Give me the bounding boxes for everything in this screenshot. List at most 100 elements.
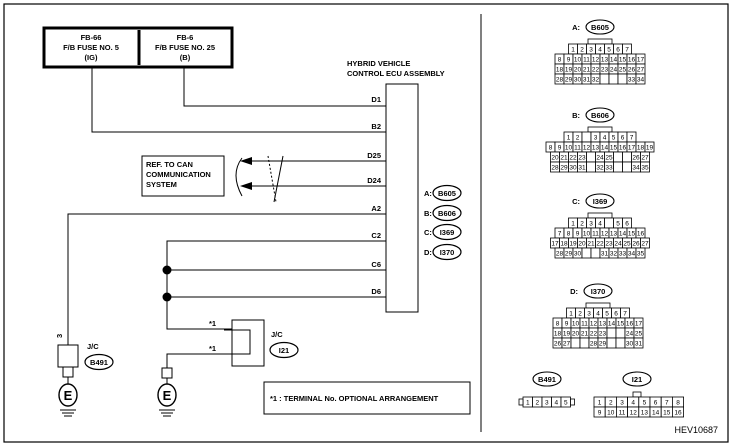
pin-number: 34 (628, 251, 636, 258)
pin-cell (606, 337, 617, 349)
arrow-d25 (240, 157, 252, 165)
pin-number: 14 (608, 321, 616, 328)
pin-label-a2: A2 (371, 204, 381, 213)
pin-number: 6 (616, 47, 620, 54)
pin-number: 32 (592, 77, 600, 84)
pin-number: 11 (574, 145, 581, 152)
pin-cell (615, 327, 626, 339)
can-ref-line3: SYSTEM (146, 180, 177, 189)
pinout-title: C: (572, 197, 580, 206)
pin-number: 30 (569, 165, 577, 172)
pin-number: 12 (592, 57, 600, 64)
ground-terminal (161, 367, 173, 379)
pin-number: 14 (652, 410, 660, 417)
pin-number: 15 (619, 57, 627, 64)
pin-number: 8 (676, 400, 680, 407)
pin-number: 6 (621, 135, 625, 142)
pin-number: 16 (628, 57, 636, 64)
pin-number: 32 (596, 165, 604, 172)
pin-number: 17 (637, 57, 645, 64)
pin-number: 22 (590, 331, 598, 338)
pin-cell (581, 131, 592, 143)
pin-number: 35 (637, 251, 645, 258)
connector-code: B606 (438, 209, 456, 218)
pin-number: 4 (596, 311, 600, 318)
pin-cell (590, 247, 601, 259)
ecu-title-line2: CONTROL ECU ASSEMBLY (347, 69, 445, 78)
jc-right-label: J/C (271, 330, 283, 339)
pin-number: 31 (635, 341, 643, 348)
fuse-1-note: (IG) (85, 53, 98, 62)
ecu-title-line1: HYBRID VEHICLE (347, 59, 410, 68)
pin-number: 16 (674, 410, 682, 417)
pin-number: 11 (619, 410, 626, 417)
pin-number: 19 (565, 67, 573, 74)
connector-oval (432, 243, 462, 261)
pin-number: 15 (628, 231, 636, 238)
pin-number: 33 (605, 165, 613, 172)
fuse-1-id: FB-66 (81, 33, 102, 42)
pin-number: 12 (630, 410, 638, 417)
pin-cell (608, 73, 619, 85)
pinout-code: B491 (538, 375, 556, 384)
ecu-connector-b: B: B606 (424, 204, 462, 222)
pin-number: 3 (587, 311, 591, 318)
pin-number: 7 (665, 400, 669, 407)
jc-left-label: J/C (87, 342, 99, 351)
pin-number: 25 (605, 155, 613, 162)
pin-number: 26 (554, 341, 562, 348)
pin-cell (635, 247, 646, 259)
ground-right: E (157, 367, 177, 417)
pin-number: 15 (610, 145, 618, 152)
pin-number: 14 (619, 231, 627, 238)
pin-number: 28 (590, 341, 598, 348)
pin-number: 33 (619, 251, 627, 258)
pin-number: 33 (628, 77, 636, 84)
pin-number: 25 (635, 331, 643, 338)
pin-number: 5 (607, 47, 611, 54)
fuse-2-name: F/B FUSE NO. 25 (155, 43, 215, 52)
pin-cell (586, 151, 596, 163)
pin-number: 10 (572, 321, 580, 328)
connector-key (587, 212, 613, 219)
pin-number: 13 (599, 321, 607, 328)
pin-label-c6: C6 (371, 260, 381, 269)
pin-number: 13 (641, 410, 649, 417)
splice-dot (162, 292, 172, 302)
pin-number: 22 (569, 155, 577, 162)
pin-number: 32 (610, 251, 618, 258)
pinout-title: B: (572, 111, 580, 120)
diagram-frame (3, 3, 729, 443)
pinout-code: B606 (591, 111, 609, 120)
pin-number: 29 (599, 341, 607, 348)
pin-number: 21 (587, 241, 595, 248)
wire-c2 (166, 240, 386, 330)
jc-left-pin: 3 (55, 334, 64, 338)
pinout-title: D: (570, 287, 578, 296)
jc-right-body (231, 319, 265, 367)
pin-number: 10 (574, 57, 582, 64)
pin-number: 1 (571, 47, 575, 54)
pinout-oval (585, 19, 615, 35)
pin-number: 1 (567, 135, 571, 142)
pinout-oval (585, 107, 615, 123)
pin-cell (672, 406, 685, 418)
pin-number: 23 (578, 155, 586, 162)
pin-number: 1 (569, 311, 573, 318)
connector-letter: D: (424, 248, 432, 257)
pin-cell (615, 337, 626, 349)
pin-label-d25: D25 (367, 151, 381, 160)
pinout-code: I370 (591, 287, 606, 296)
pin-number: 27 (637, 67, 645, 74)
pin-number: 5 (643, 400, 647, 407)
wire-to-ground (166, 353, 232, 368)
pin-number: 26 (628, 67, 636, 74)
pinout-oval (585, 193, 615, 209)
pin-number: 14 (610, 57, 618, 64)
pin-cell (581, 247, 592, 259)
